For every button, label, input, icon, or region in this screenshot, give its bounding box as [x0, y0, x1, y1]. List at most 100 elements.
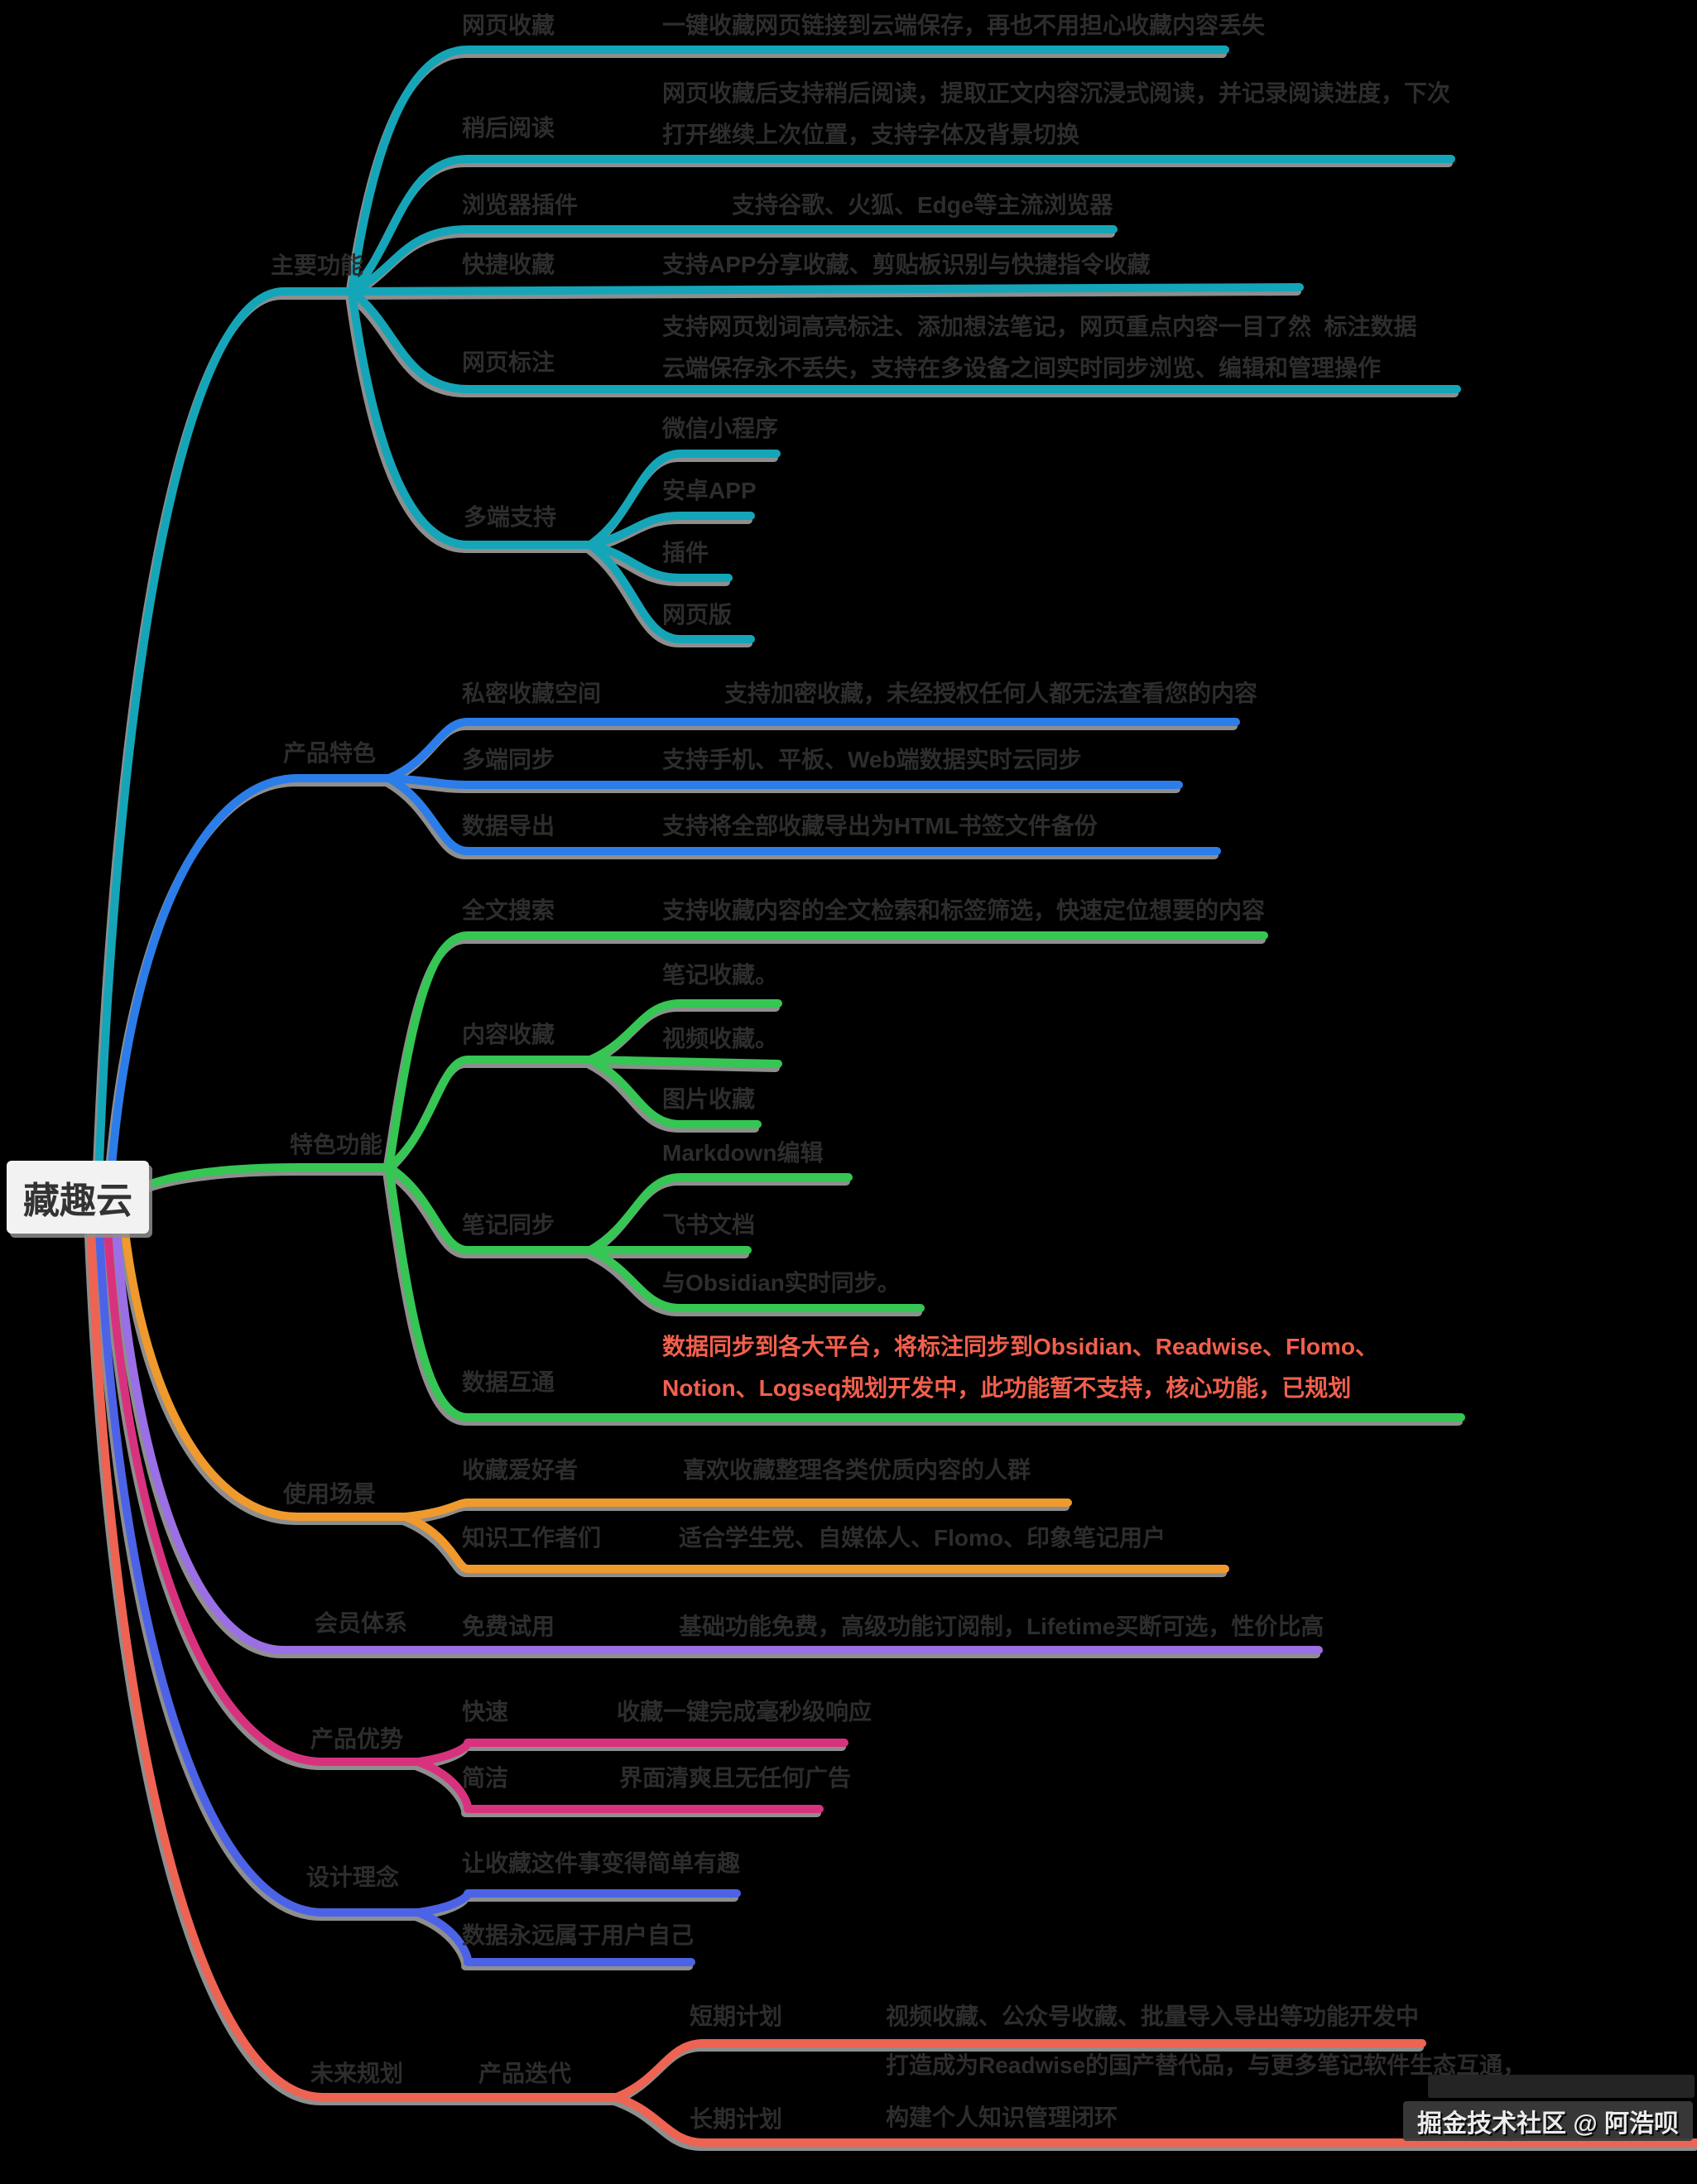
branch-line — [348, 225, 1118, 296]
node-label: 数据导出 — [462, 813, 555, 839]
branch-line — [385, 1163, 594, 1254]
node-label: 设计理念 — [306, 1864, 400, 1890]
branch-line — [401, 1513, 1229, 1573]
node-text: 支持手机、平板、Web端数据实时云同步 — [662, 747, 1082, 772]
node-text: Notion、Logseq规划开发中，此功能暂不支持，核心功能，已规划 — [662, 1375, 1352, 1401]
branch-line — [385, 774, 1221, 855]
branch-line — [411, 1762, 821, 1817]
node-text: 图片收藏 — [662, 1086, 756, 1112]
node-text: 网页收藏后支持稍后阅读，提取正文内容沉浸式阅读，并记录阅读进度，下次 — [662, 80, 1451, 106]
node-text: 数据同步到各大平台，将标注同步到Obsidian、Readwise、Flomo、 — [662, 1334, 1378, 1359]
node-text: 云端保存永不丢失，支持在多设备之间实时同步浏览、编辑和管理操作 — [662, 355, 1382, 381]
watermark-strip — [1428, 2075, 1695, 2098]
node-label: 全文搜索 — [462, 897, 555, 923]
node-text: 支持APP分享收藏、剪贴板识别与快捷指令收藏 — [662, 252, 1151, 277]
branch-line — [112, 1224, 1323, 1654]
node-text: 一键收藏网页链接到云端保存，再也不用担心收藏内容丢失 — [662, 12, 1266, 38]
branch-line — [385, 1056, 594, 1171]
node-text: 打开继续上次位置，支持字体及背景切换 — [662, 122, 1080, 147]
branch-line — [348, 287, 1461, 393]
branch-line — [411, 1912, 693, 1970]
branch-line — [345, 291, 1459, 397]
node-label: 浏览器插件 — [462, 192, 579, 218]
branch-line — [385, 931, 1268, 1171]
node-label: 长期计划 — [690, 2106, 783, 2132]
node-text: 支持收藏内容的全文检索和标签筛选，快速定位想要的内容 — [662, 897, 1266, 923]
node-label: 特色功能 — [290, 1132, 383, 1157]
node-text: 数据永远属于用户自己 — [462, 1922, 695, 1948]
branch-line — [127, 1163, 393, 1198]
node-label: 产品特色 — [283, 740, 377, 766]
branch-line — [95, 287, 356, 1167]
node-text: Markdown编辑 — [662, 1140, 824, 1166]
node-label: 产品迭代 — [478, 2061, 572, 2086]
branch-line — [385, 718, 1240, 782]
branch-line — [108, 774, 393, 1170]
branch-line — [120, 1221, 410, 1521]
branch-line — [411, 1743, 846, 1770]
branch-line — [613, 2093, 1697, 2147]
node-text: 安卓APP — [662, 478, 757, 503]
node-label: 快速 — [462, 1699, 509, 1725]
branch-line — [348, 46, 1229, 296]
branch-line — [586, 1056, 762, 1128]
node-text: 界面清爽且无任何广告 — [619, 1765, 852, 1791]
branch-line — [84, 1232, 618, 2105]
node-label: 稍后阅读 — [462, 115, 555, 141]
node-text: 视频收藏。 — [662, 1026, 779, 1051]
node-label: 短期计划 — [690, 2004, 783, 2029]
branch-line — [103, 1225, 422, 1766]
node-text: 打造成为Readwise的国产替代品，与更多笔记软件生态互通， — [886, 2052, 1526, 2078]
branch-line — [382, 778, 1219, 859]
branch-line — [348, 287, 594, 549]
node-label: 主要功能 — [271, 253, 364, 278]
node-label: 多端支持 — [464, 504, 557, 530]
node-label: 私密收藏空间 — [462, 681, 602, 706]
branch-line — [382, 1060, 592, 1176]
branch-line — [584, 545, 752, 647]
node-label: 简洁 — [462, 1765, 509, 1791]
node-text: 支持谷歌、火狐、Edge等主流浏览器 — [732, 192, 1113, 218]
branch-line — [584, 1250, 922, 1316]
branch-line — [414, 1908, 695, 1966]
branch-line — [385, 1163, 1465, 1422]
branch-line — [584, 1060, 780, 1072]
node-text: 适合学生党、自媒体人、Flomo、印象笔记用户 — [679, 1525, 1166, 1551]
node-text: 喜欢收藏整理各类优质内容的人群 — [683, 1457, 1031, 1483]
watermark: 掘金技术社区 @ 阿浩呗 — [1403, 2101, 1693, 2141]
branch-line — [586, 541, 755, 643]
node-text: 与Obsidian实时同步。 — [662, 1270, 901, 1296]
branch-line — [613, 2039, 1426, 2101]
branch-line — [399, 1517, 1227, 1577]
branch-line — [105, 778, 391, 1174]
branch-line — [584, 1060, 759, 1133]
branch-line — [401, 1498, 1072, 1521]
node-label: 快捷收藏 — [462, 252, 555, 277]
node-label: 网页收藏 — [462, 12, 555, 38]
root-node: 藏趣云 — [7, 1161, 149, 1234]
branch-line — [586, 512, 755, 549]
branch-line — [610, 2097, 1697, 2151]
node-label: 知识工作者们 — [462, 1525, 602, 1551]
branch-line — [586, 1173, 853, 1254]
node-text: 支持将全部收藏导出为HTML书签文件备份 — [662, 813, 1098, 839]
node-label: 数据互通 — [462, 1369, 555, 1395]
branch-line — [399, 1503, 1070, 1525]
branch-line — [414, 1889, 741, 1917]
watermark-text: 掘金技术社区 @ 阿浩呗 — [1417, 2110, 1679, 2138]
branch-line — [382, 1167, 592, 1258]
node-text: 笔记收藏。 — [662, 962, 779, 988]
branch-line — [348, 155, 1455, 296]
node-label: 未来规划 — [310, 2061, 404, 2086]
node-text: 支持网页划词高亮标注、添加想法笔记，网页重点内容一目了然 标注数据 — [662, 314, 1417, 339]
node-label: 笔记同步 — [462, 1212, 555, 1238]
node-text: 收藏一键完成毫秒级响应 — [617, 1699, 873, 1725]
branch-line — [586, 1056, 782, 1068]
branch-line — [87, 1228, 621, 2101]
branch-line — [586, 999, 782, 1064]
node-label: 网页标注 — [462, 349, 555, 375]
node-label: 使用场景 — [283, 1481, 377, 1507]
node-text: 插件 — [662, 540, 709, 565]
